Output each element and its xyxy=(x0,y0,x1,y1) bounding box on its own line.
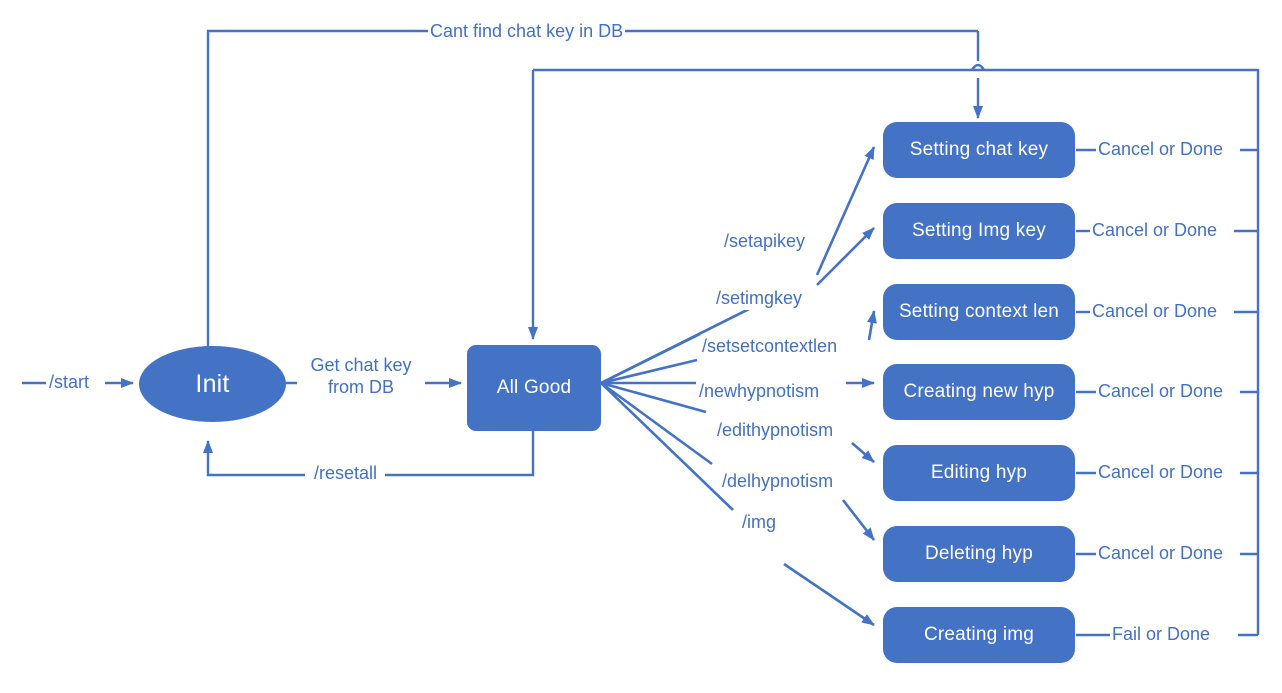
edge-label-return-editing-hyp: Cancel or Done xyxy=(1096,462,1226,484)
edge-label-get-chat-key-line2: from DB xyxy=(327,376,394,397)
edge-label-return-creating-img: Fail or Done xyxy=(1110,624,1213,646)
edge-label-return-setting-chat-key: Cancel or Done xyxy=(1096,139,1226,161)
edge-label-setimgkey: /setimgkey xyxy=(714,288,805,310)
node-setting-chat-key[interactable]: Setting chat key xyxy=(883,122,1075,178)
edge-label-cant-find-chat-key: Cant find chat key in DB xyxy=(428,21,626,43)
edge-label-delhypnotism: /delhypnotism xyxy=(720,471,836,493)
node-all-good[interactable]: All Good xyxy=(467,345,601,431)
node-creating-new-hyp[interactable]: Creating new hyp xyxy=(883,364,1075,420)
node-setting-img-key[interactable]: Setting Img key xyxy=(883,203,1075,259)
edge-label-newhypnotism: /newhypnotism xyxy=(697,381,822,403)
edge-label-resetall: /resetall xyxy=(312,463,380,485)
edge-cant-find-chat-key xyxy=(206,29,986,350)
edge-label-return-deleting-hyp: Cancel or Done xyxy=(1096,543,1226,565)
edge-label-edithypnotism: /edithypnotism xyxy=(715,420,836,442)
edge-label-return-setting-context-len: Cancel or Done xyxy=(1090,301,1220,323)
edge-label-get-chat-key-line1: Get chat key xyxy=(310,355,412,375)
edge-label-start: /start xyxy=(47,372,92,394)
node-deleting-hyp[interactable]: Deleting hyp xyxy=(883,526,1075,582)
node-editing-hyp[interactable]: Editing hyp xyxy=(883,445,1075,501)
node-creating-img[interactable]: Creating img xyxy=(883,607,1075,663)
edge-return-stubs xyxy=(1076,148,1258,637)
edge-label-setsetcontextlen: /setsetcontextlen xyxy=(700,336,840,358)
node-init[interactable]: Init xyxy=(139,346,286,422)
edge-return-bus xyxy=(528,68,1260,635)
edge-label-get-chat-key: Get chat key from DB xyxy=(297,355,425,399)
edge-label-setapikey: /setapikey xyxy=(722,231,808,253)
node-setting-context-len[interactable]: Setting context len xyxy=(883,284,1075,340)
edge-label-img: /img xyxy=(740,512,779,534)
edge-label-return-setting-img-key: Cancel or Done xyxy=(1090,220,1220,242)
edge-resetall xyxy=(203,431,535,477)
edge-label-return-creating-new-hyp: Cancel or Done xyxy=(1096,381,1226,403)
